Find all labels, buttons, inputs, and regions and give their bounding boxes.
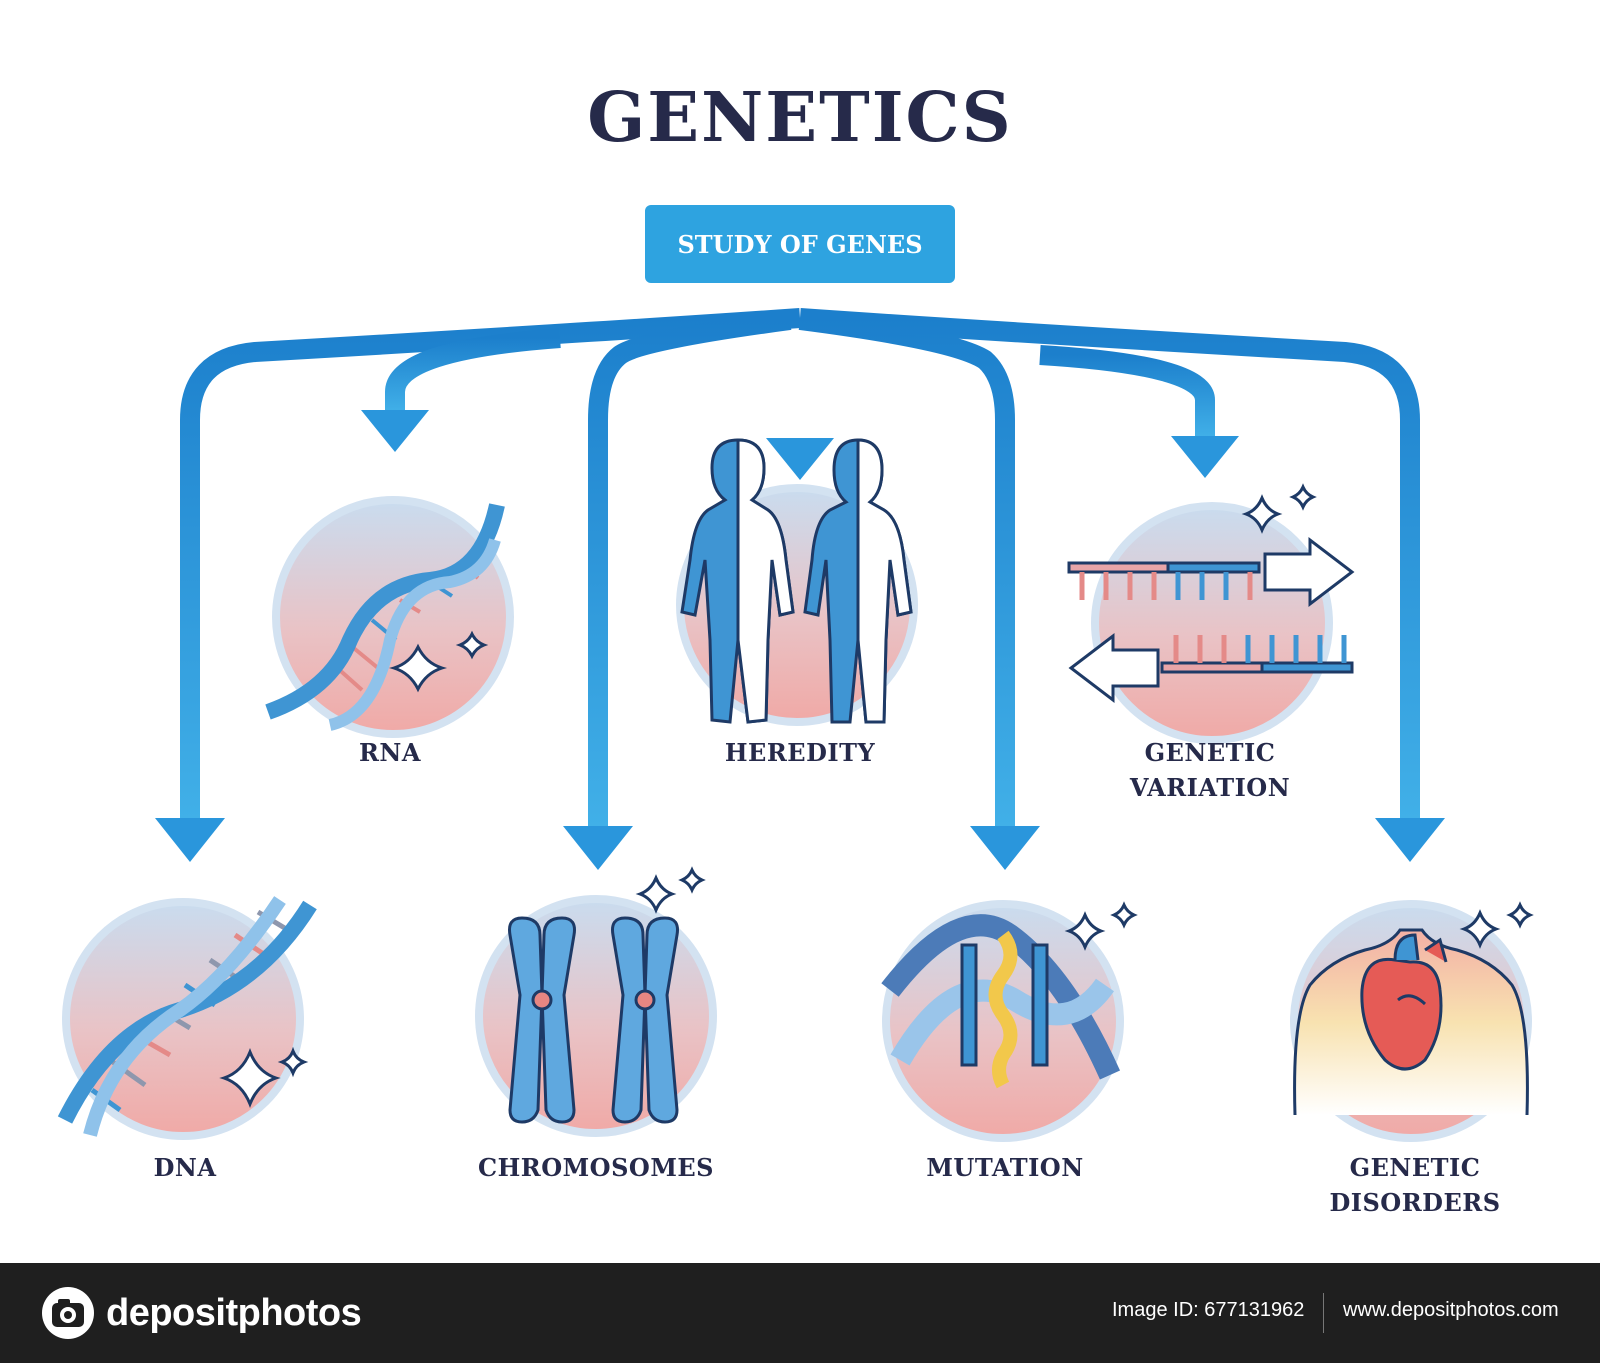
node-label-mutation: MUTATION bbox=[926, 1153, 1084, 1182]
arrow-to-rna bbox=[385, 328, 561, 412]
node-label-chromosomes: CHROMOSOMES bbox=[477, 1153, 715, 1182]
genetic-variation-icon bbox=[1067, 483, 1355, 704]
node-label-genetic-variation: GENETIC VARIATION bbox=[1129, 738, 1291, 802]
arrow-heads bbox=[155, 410, 1445, 870]
site-url: www.depositphotos.com bbox=[1343, 1299, 1559, 1321]
arrow-to-disorders bbox=[799, 308, 1420, 820]
footer-divider bbox=[1323, 1293, 1324, 1333]
dna-helix-icon bbox=[57, 896, 317, 1137]
arrow-head-rna bbox=[361, 410, 429, 452]
brand: depositphotos bbox=[40, 1285, 362, 1341]
diagram-artwork bbox=[57, 283, 1534, 1142]
tree-arrows bbox=[180, 283, 1420, 828]
arrow-head-disorders bbox=[1375, 818, 1445, 862]
page-title: GENETICS bbox=[587, 78, 1013, 158]
image-id: Image ID: 677131962 bbox=[1112, 1299, 1305, 1321]
rna-helix-icon bbox=[265, 503, 505, 731]
watermark-footer: depositphotos Image ID: 677131962 www.de… bbox=[0, 1263, 1600, 1363]
root-node-label: STUDY OF GENES bbox=[677, 229, 923, 259]
chromosomes-icon bbox=[508, 866, 706, 1124]
node-label-heredity: HEREDITY bbox=[724, 738, 876, 767]
arrow-head-heredity bbox=[766, 438, 834, 480]
node-label-rna: RNA bbox=[358, 738, 421, 767]
brand-name: depositphotos bbox=[106, 1291, 362, 1334]
genetic-disorders-icon bbox=[1293, 901, 1534, 1116]
arrow-head-variation bbox=[1171, 436, 1239, 478]
camera-logo-icon bbox=[42, 1287, 94, 1339]
arrow-head-mutation bbox=[970, 826, 1040, 870]
mutation-icon bbox=[881, 901, 1138, 1089]
node-label-dna: DNA bbox=[153, 1153, 217, 1182]
arrow-head-chromosomes bbox=[563, 826, 633, 870]
circle-variation bbox=[1091, 502, 1333, 744]
arrow-to-chromosomes bbox=[588, 310, 792, 828]
arrow-head-dna bbox=[155, 818, 225, 862]
heredity-children-icon bbox=[680, 438, 913, 724]
root-node-box: STUDY OF GENES bbox=[645, 205, 955, 283]
node-label-genetic-disorders: GENETIC DISORDERS bbox=[1329, 1153, 1501, 1217]
arrow-to-variation bbox=[1039, 345, 1215, 438]
